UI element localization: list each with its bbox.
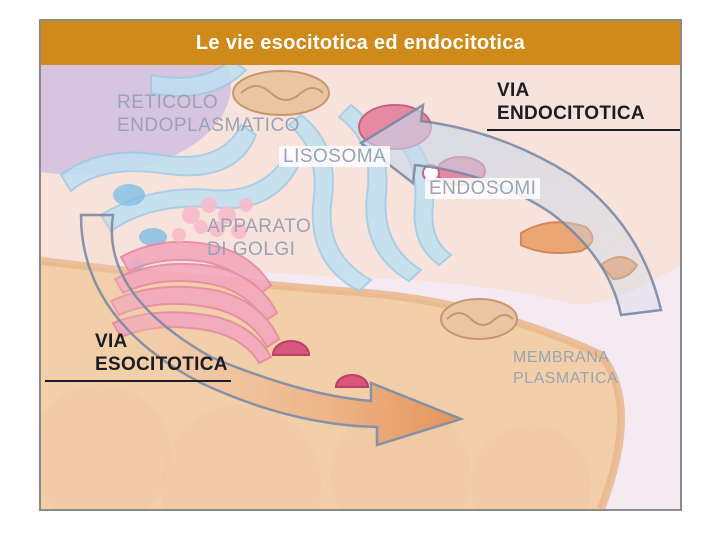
lysosome-label: LISOSOMA bbox=[279, 146, 391, 167]
mitochondrion bbox=[232, 70, 518, 340]
golgi-label-line2: DI GOLGI bbox=[207, 239, 296, 260]
membrane-label-line2: PLASMATICA bbox=[513, 370, 619, 387]
golgi-vesicles bbox=[172, 197, 253, 242]
er-label-line1: RETICOLO bbox=[117, 92, 219, 113]
secretory-vesicles bbox=[271, 340, 370, 388]
er-label-line2: ENDOPLASMATICO bbox=[117, 115, 300, 136]
endocytotic-arrow bbox=[358, 102, 663, 317]
membrane-label-line1: MEMBRANA bbox=[513, 349, 610, 366]
endocytotic-underline bbox=[487, 129, 680, 131]
endocytotic-label-line2: ENDOCITOTICA bbox=[497, 103, 645, 124]
golgi-label-line1: APPARATO bbox=[207, 216, 312, 237]
exocytotic-label-line1: VIA bbox=[95, 331, 128, 352]
exocytotic-label-line2: ESOCITOTICA bbox=[95, 354, 228, 375]
diagram-title: Le vie esocitotica ed endocitotica bbox=[195, 31, 526, 54]
endocytotic-label-line1: VIA bbox=[497, 80, 530, 101]
cell-illustration bbox=[41, 65, 680, 509]
endosomes-label: ENDOSOMI bbox=[425, 178, 541, 199]
diagram-frame: Le vie esocitotica ed endocitotica bbox=[39, 19, 682, 511]
exocytotic-arrow bbox=[79, 213, 465, 447]
title-bar: Le vie esocitotica ed endocitotica bbox=[41, 21, 680, 65]
exocytotic-underline bbox=[45, 380, 231, 382]
